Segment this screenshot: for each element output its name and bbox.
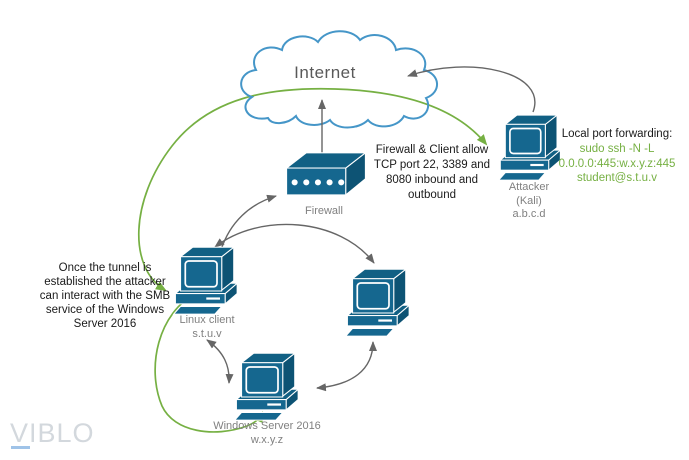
arrow-linux-server	[206, 339, 234, 384]
tunnel-arrow-attacker-linux	[138, 87, 488, 292]
tunnel-arrow-linux-server	[154, 292, 263, 433]
arrow-linux-client2	[214, 223, 375, 264]
arrow-linux-firewall	[220, 194, 277, 251]
port-forwarding-title: Local port forwarding:	[561, 128, 673, 140]
port-forwarding-command: sudo ssh -N -L 0.0.0.0:445:w.x.y.z:445 s…	[558, 143, 676, 184]
viblo-underline	[11, 446, 30, 449]
arrow-attacker-internet	[407, 66, 536, 113]
windows-server-computer-icon	[233, 352, 300, 421]
linux-client-label: Linux client s.t.u.v	[179, 314, 235, 340]
firewall-rule-note: Firewall & Client allow TCP port 22, 338…	[373, 144, 491, 201]
client2-computer-icon	[344, 268, 411, 337]
viblo-watermark: VIBLO	[10, 418, 95, 448]
internet-label: Internet	[294, 63, 356, 82]
attacker-label: Attacker (Kali) a.b.c.d	[508, 181, 550, 220]
arrow-client2-server	[316, 341, 377, 392]
internet-cloud-icon	[240, 30, 438, 129]
windows-server-label: Windows Server 2016 w.x.y.z	[213, 420, 321, 446]
firewall-label: Firewall	[305, 205, 343, 217]
firewall-icon	[286, 152, 366, 196]
tunnel-note: Once the tunnel is established the attac…	[39, 262, 171, 330]
